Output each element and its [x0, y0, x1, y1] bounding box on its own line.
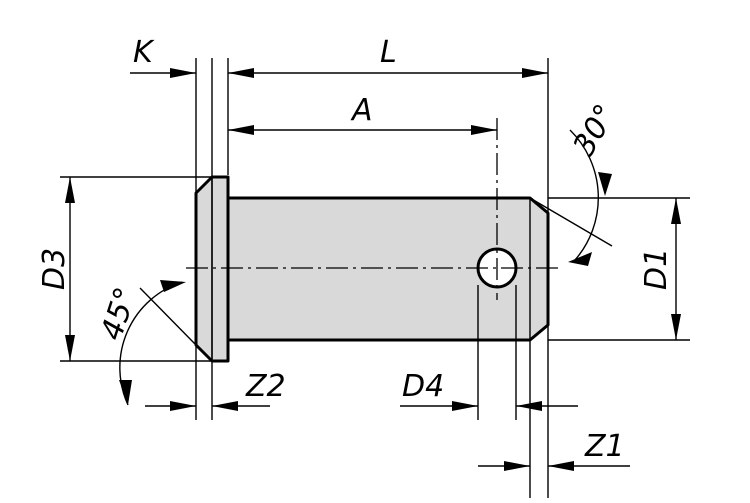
extension-lines — [60, 58, 690, 498]
label-d4: D4 — [402, 369, 444, 404]
label-z1: Z1 — [584, 429, 625, 464]
label-d3: D3 — [37, 248, 72, 290]
label-l: L — [380, 35, 397, 70]
label-z2: Z2 — [245, 369, 286, 404]
dimension-l: L — [228, 35, 548, 78]
label-a: A — [350, 93, 373, 128]
dimension-k: K — [130, 35, 196, 78]
label-k: K — [133, 35, 155, 70]
dimension-d3: D3 — [37, 177, 75, 361]
label-angle-30: 30° — [567, 98, 624, 162]
dimension-d1: D1 — [639, 198, 681, 340]
dimension-z1: Z1 — [478, 429, 630, 471]
angle-head-45: 45° — [94, 280, 197, 406]
dimension-a: A — [228, 93, 497, 135]
dimension-d4: D4 — [400, 369, 578, 411]
label-d1: D1 — [639, 248, 674, 290]
label-angle-45: 45° — [94, 283, 144, 344]
dimension-z2: Z2 — [145, 369, 286, 411]
